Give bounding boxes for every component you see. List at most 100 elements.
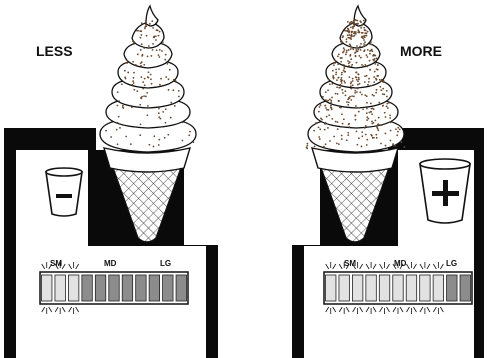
sprinkle (124, 70, 126, 72)
sprinkle (158, 56, 160, 58)
sprinkle (149, 144, 151, 146)
sprinkle (378, 124, 380, 126)
sprinkle (318, 111, 320, 113)
sprinkle (165, 108, 167, 110)
sprinkle (372, 107, 374, 109)
sprinkle (359, 46, 361, 48)
sprinkle (370, 103, 372, 105)
sprinkle (350, 88, 352, 90)
sprinkle (376, 137, 378, 139)
sprinkle (335, 72, 337, 74)
meter-segment (163, 275, 173, 301)
sprinkle (362, 37, 364, 39)
sprinkle (367, 31, 369, 33)
sprinkle (335, 69, 337, 71)
sprinkle (158, 116, 160, 118)
meter-segment (68, 275, 78, 301)
sprinkle (335, 74, 337, 76)
sprinkle (358, 111, 360, 113)
sprinkle (335, 121, 337, 123)
more-cup-plus-icon (420, 159, 470, 223)
sprinkle (146, 114, 148, 116)
sprinkle (363, 45, 365, 47)
sprinkle (368, 111, 370, 113)
sprinkle (374, 55, 376, 57)
sprinkle (173, 79, 175, 81)
sprinkle (355, 55, 357, 57)
sprinkle (182, 121, 184, 123)
sprinkle (352, 27, 354, 29)
sprinkle (377, 128, 379, 130)
sprinkle (366, 112, 368, 114)
sprinkle (352, 78, 354, 80)
sprinkle (364, 127, 366, 129)
sprinkle (385, 116, 387, 118)
sprinkle (338, 77, 340, 79)
sprinkle (162, 41, 164, 43)
sprinkle (340, 107, 342, 109)
sprinkle (390, 140, 392, 142)
sprinkle (148, 45, 150, 47)
sprinkle (375, 134, 377, 136)
sprinkle (150, 55, 152, 57)
sprinkle (145, 20, 147, 22)
sprinkle (141, 55, 143, 57)
sprinkle (366, 75, 368, 77)
sprinkle (357, 23, 359, 25)
sprinkle (371, 123, 373, 125)
sprinkle (364, 94, 366, 96)
sprinkle (350, 26, 352, 28)
sprinkle (345, 30, 347, 32)
meter-segment (393, 275, 403, 301)
sprinkle (327, 89, 329, 91)
sprinkle (386, 105, 388, 107)
sprinkle (386, 103, 388, 105)
sprinkle (165, 76, 167, 78)
sprinkle (161, 50, 163, 52)
sprinkle (365, 125, 367, 127)
sprinkle (341, 74, 343, 76)
meter-segment (460, 275, 470, 301)
sprinkle (152, 43, 154, 45)
sprinkle (338, 100, 340, 102)
sprinkle (326, 116, 328, 118)
sprinkle (345, 94, 347, 96)
sprinkle (357, 88, 359, 90)
sprinkle (389, 117, 391, 119)
sprinkle (360, 43, 362, 45)
sprinkle (158, 35, 160, 37)
more-size-label-md: MD (394, 259, 407, 268)
sprinkle (366, 56, 368, 58)
sprinkle (135, 64, 137, 66)
sprinkle (350, 23, 352, 25)
meter-segment (406, 275, 416, 301)
sprinkle (150, 74, 152, 76)
sprinkle (344, 49, 346, 51)
sprinkle (400, 141, 402, 143)
sprinkle (347, 134, 349, 136)
sprinkle (373, 60, 375, 62)
sprinkle (361, 135, 363, 137)
meter-segment (82, 275, 92, 301)
sprinkle (403, 146, 405, 148)
sprinkle (328, 114, 330, 116)
meter-segment (149, 275, 159, 301)
sprinkle (343, 80, 345, 82)
sprinkle (366, 116, 368, 118)
sprinkle (358, 137, 360, 139)
sprinkle (396, 134, 398, 136)
sprinkle (318, 136, 320, 138)
sprinkle (360, 57, 362, 59)
meter-segment (109, 275, 119, 301)
sprinkle (387, 107, 389, 109)
sprinkle (355, 105, 357, 107)
sprinkle (360, 49, 362, 51)
sprinkle (361, 94, 363, 96)
sprinkle (320, 104, 322, 106)
sprinkle (358, 31, 360, 33)
sprinkle (127, 60, 129, 62)
sprinkle (356, 20, 358, 22)
sprinkle (158, 139, 160, 141)
sprinkle (139, 37, 141, 39)
sprinkle (174, 105, 176, 107)
